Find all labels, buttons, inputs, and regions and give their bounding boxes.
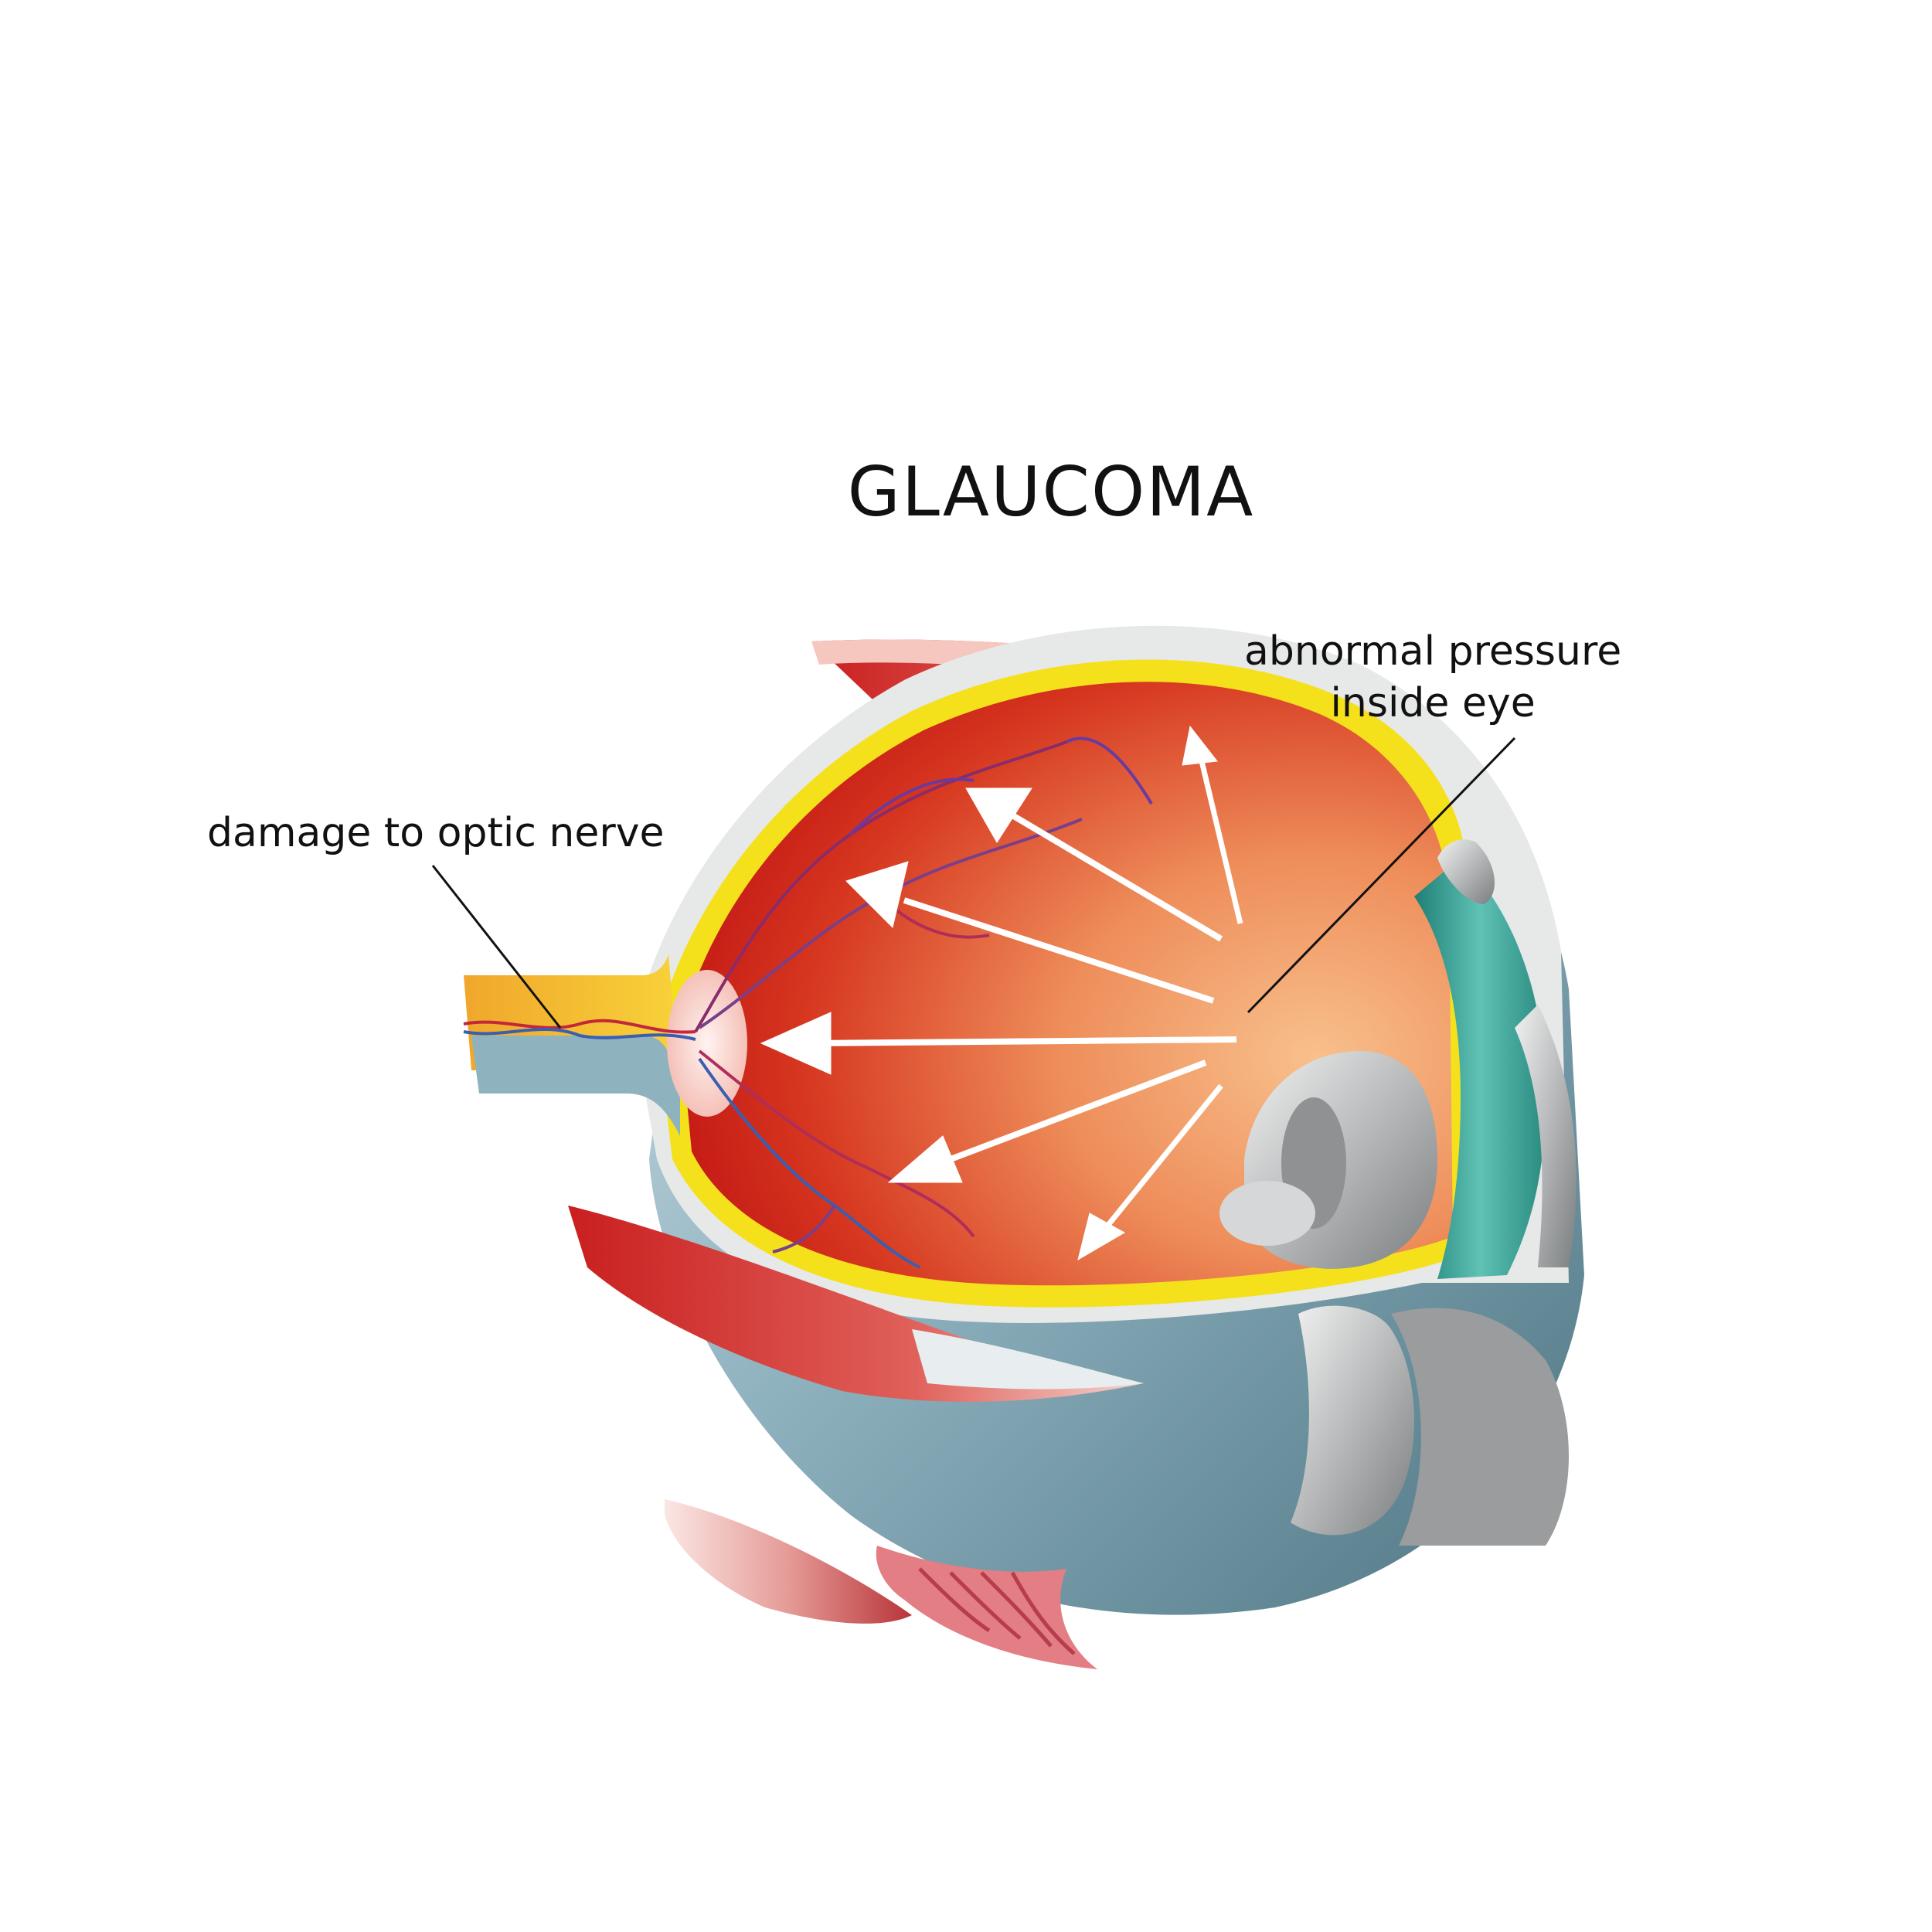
pressure-label: abnormal pressure inside eye xyxy=(1244,626,1621,729)
optic-disc xyxy=(667,970,747,1117)
pressure-label-line2: inside eye xyxy=(1330,679,1536,726)
upper-lid-stub xyxy=(1437,839,1495,904)
blood-vessels xyxy=(463,736,1153,1269)
optic-nerve-sheath xyxy=(471,1036,680,1136)
cornea xyxy=(1291,1305,1414,1536)
pressure-label-line1: abnormal pressure xyxy=(1244,628,1622,675)
pressure-leader xyxy=(1247,736,1516,1014)
diagram-title: GLAUCOMA xyxy=(847,452,1255,532)
bottom-muscle-ridges xyxy=(918,1567,1076,1655)
inferior-muscle-tendon xyxy=(912,1329,1144,1389)
anterior-chamber xyxy=(1391,1308,1569,1546)
lens-cap xyxy=(1219,1181,1315,1246)
ciliary-body xyxy=(1414,858,1546,1279)
lower-muscle xyxy=(665,1499,912,1624)
optic-nerve-label: damage to optic nerve xyxy=(207,810,665,856)
pressure-arrows xyxy=(760,725,1243,1261)
optic-nerve-leader xyxy=(431,865,562,1029)
iris xyxy=(1515,1005,1577,1267)
